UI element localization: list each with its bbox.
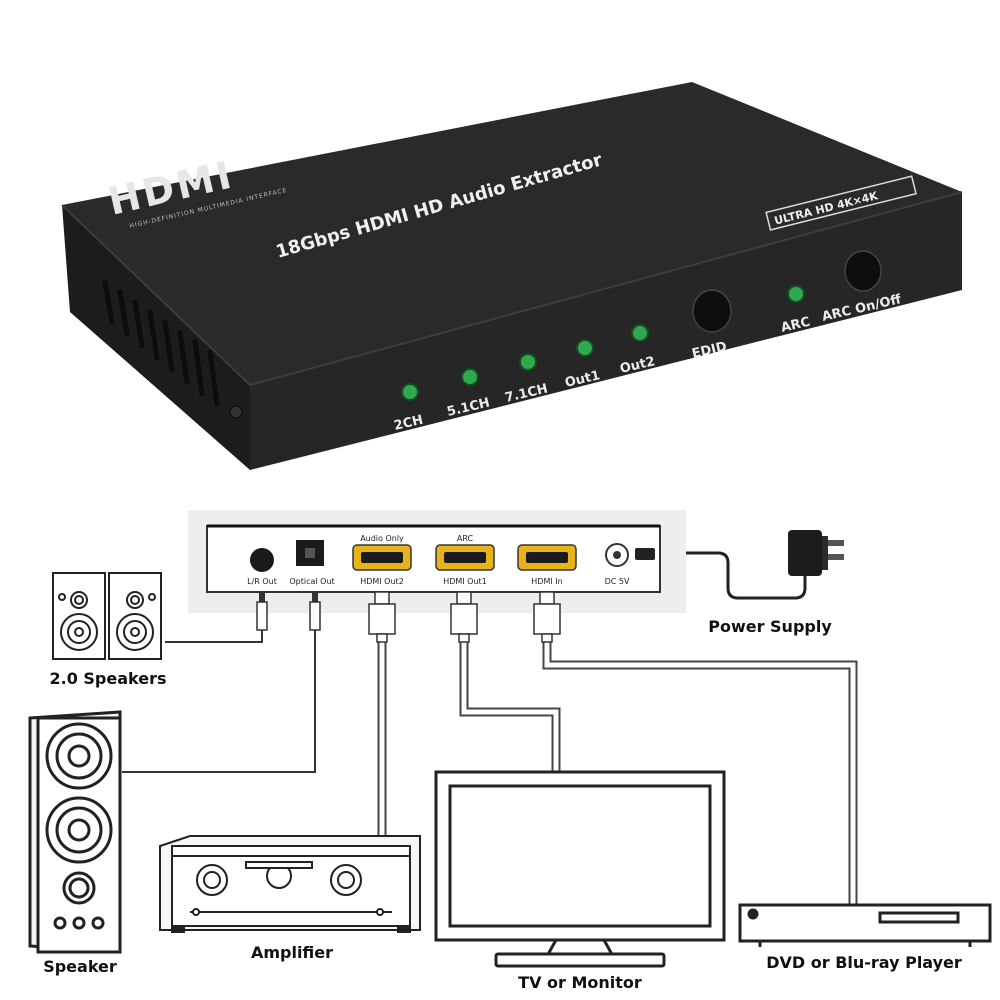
port-top-label-out2: Audio Only [360,534,404,543]
power-supply-label: Power Supply [708,617,832,636]
port-label-dc-5v: DC 5V [605,577,630,586]
hdmi-in-port [517,544,577,571]
edid-button[interactable] [692,289,732,333]
rear-panel-face [206,525,661,593]
tv-label: TV or Monitor [518,973,642,992]
optical-plug [309,592,321,631]
lr-out-cable [165,630,263,643]
arc-onoff-button[interactable] [844,250,882,292]
arc-label: ARC [780,315,812,336]
lr-out-jack [250,548,274,572]
amplifier-icon [159,835,421,933]
port-label-hdmi-out2: HDMI Out2 [360,577,404,586]
speakers-20-icon [52,572,162,660]
hdmi-in-plug [533,591,561,643]
amplifier-label: Amplifier [251,943,333,962]
tv-icon [434,770,726,968]
led-label-2ch: 2CH [393,413,425,434]
hdmi-out1-plug [450,591,478,643]
optical-cable [122,630,316,773]
led-51ch [461,368,479,386]
rear-panel: Audio Only ARC L/R Out Optical Out HDMI … [188,510,686,643]
led-out2 [631,324,649,342]
led-2ch [401,383,419,401]
lr-out-plug [256,592,268,631]
port-label-lr-out: L/R Out [247,577,277,586]
speaker-label: Speaker [43,957,117,976]
led-71ch [519,353,537,371]
device-top [62,82,962,385]
power-supply-icon [788,530,844,576]
port-label-hdmi-in: HDMI In [531,577,562,586]
vent-slots [102,279,220,407]
led-arc [787,285,805,303]
dvd-player-label: DVD or Blu-ray Player [766,953,962,972]
port-label-optical-out: Optical Out [289,577,334,586]
hdmi-out1-cable [459,640,561,772]
speaker-icon [28,710,122,954]
device-front [250,192,962,470]
speakers-20-label: 2.0 Speakers [49,669,166,688]
hdmi-out2-port [352,544,412,571]
hdmi-out1-port [435,544,495,571]
cables [122,551,858,905]
port-label-hdmi-out1: HDMI Out1 [443,577,487,586]
dvd-player-icon [738,903,992,947]
dc-plug [635,548,655,560]
power-cable [655,551,807,600]
hdmi-out2-plug [368,591,396,643]
port-top-label-out1: ARC [457,534,474,543]
extractor-device: HDMI HIGH-DEFINITION MULTIMEDIA INTERFAC… [61,82,963,470]
led-out1 [576,339,594,357]
led-row [401,285,805,401]
side-screw [229,405,243,419]
